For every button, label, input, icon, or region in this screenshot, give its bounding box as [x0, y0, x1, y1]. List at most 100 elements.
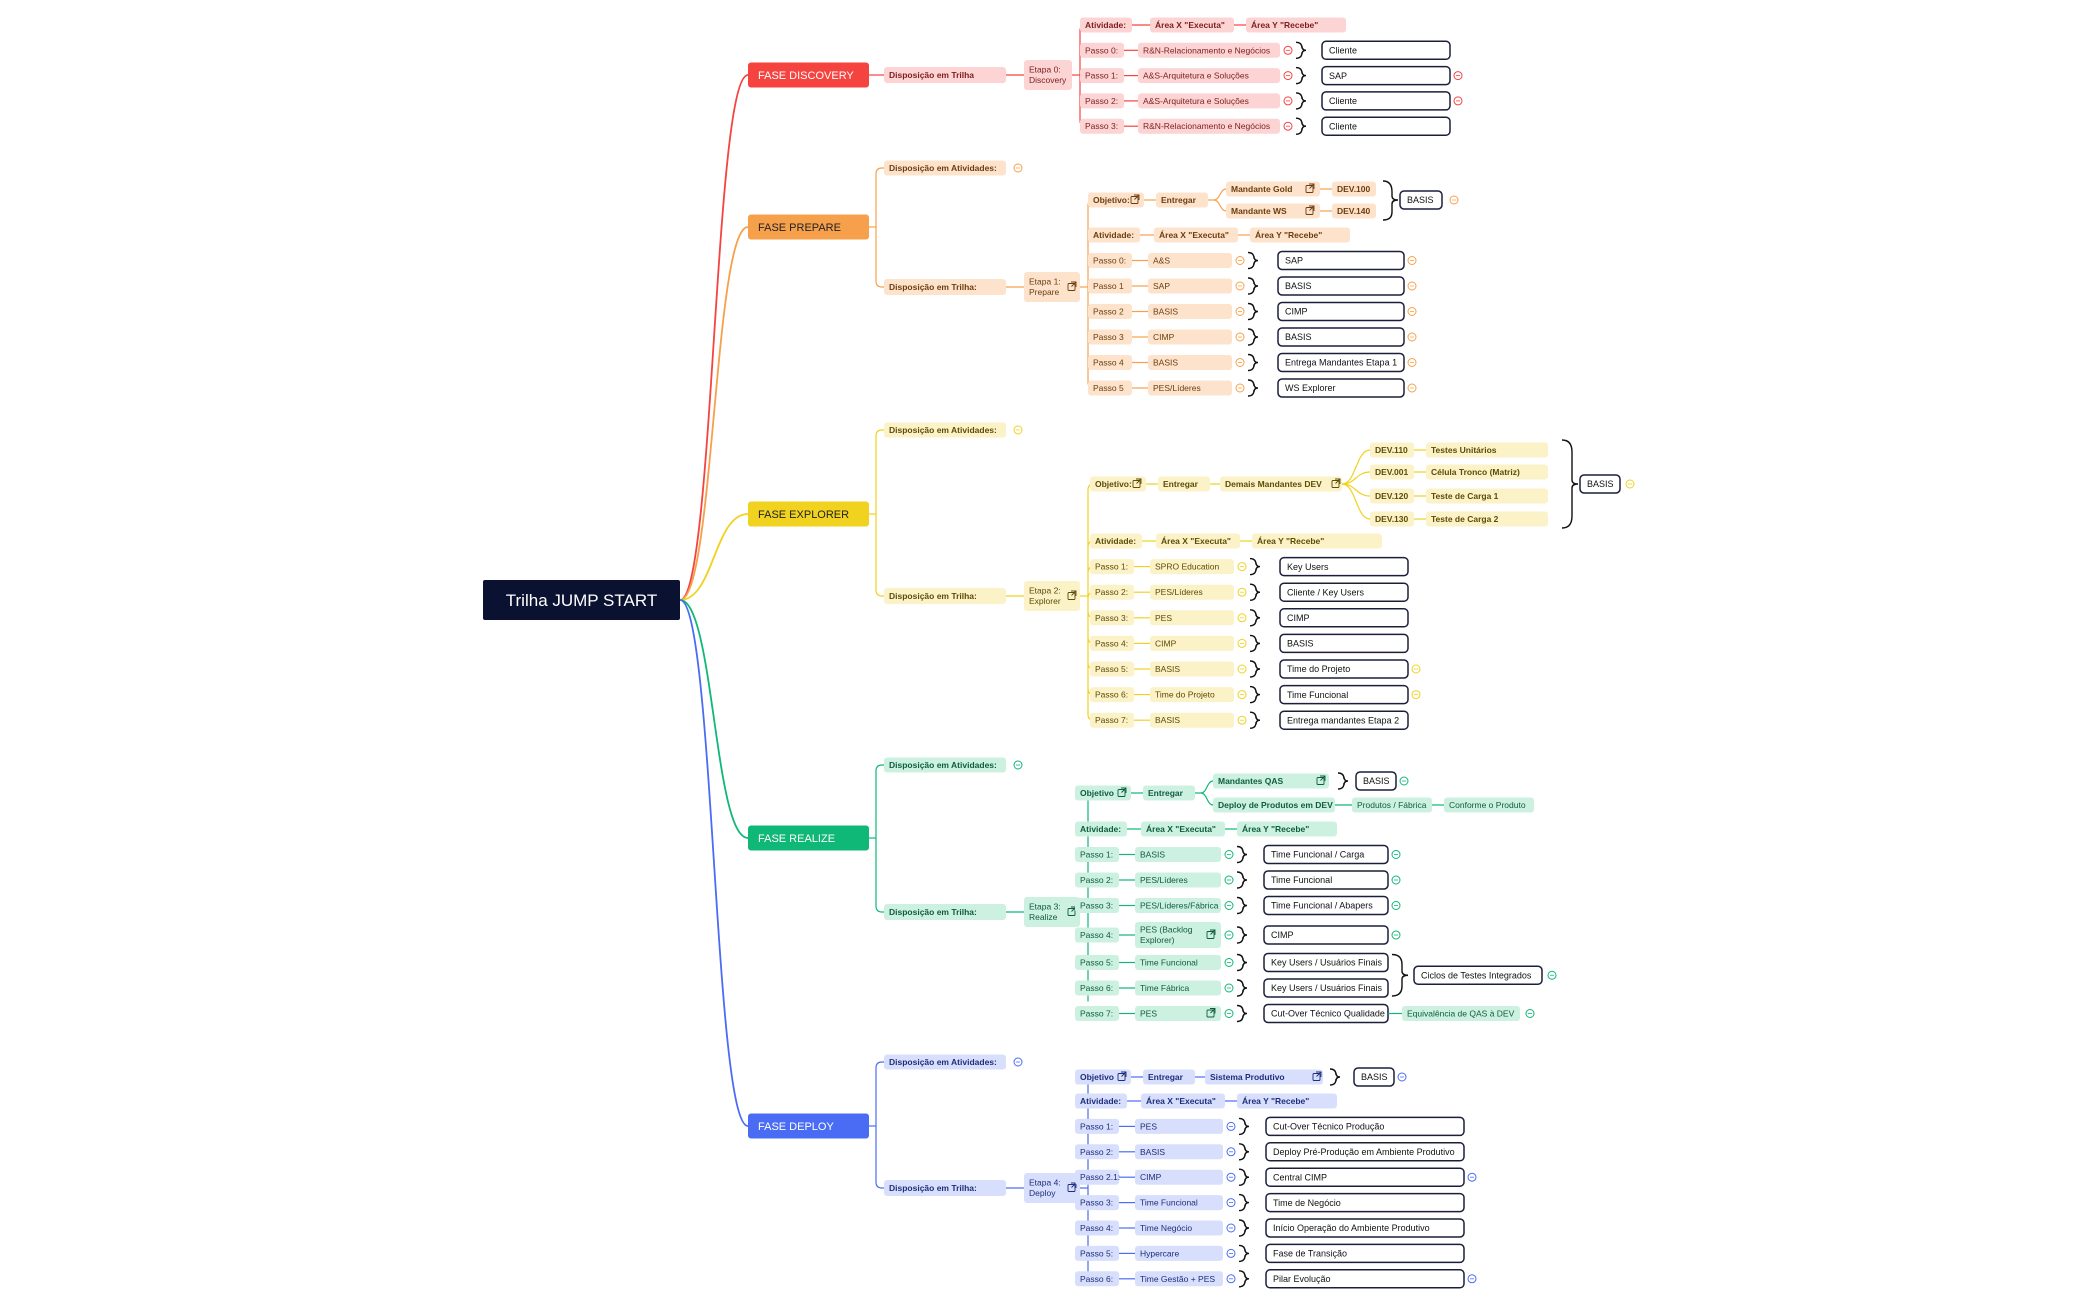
passo-executa[interactable]: CIMP	[1148, 329, 1232, 345]
passo-recebe[interactable]: Início Operação do Ambiente Produtivo	[1265, 1218, 1465, 1238]
area-x-prepare[interactable]: Área X "Executa"	[1154, 227, 1238, 243]
passo-label[interactable]: Passo 3:	[1080, 118, 1124, 134]
passo-executa[interactable]: CIMP	[1135, 1169, 1223, 1185]
external-link-icon[interactable]	[1305, 183, 1315, 193]
passo-recebe[interactable]: Key Users / Usuários Finais	[1263, 978, 1389, 998]
passo-recebe[interactable]: SAP	[1277, 250, 1405, 271]
passo-label[interactable]: Passo 3:	[1075, 898, 1119, 913]
passo-executa[interactable]: Time Funcional	[1135, 955, 1221, 970]
passo-executa[interactable]: PES/Líderes	[1135, 872, 1221, 888]
destino-basis-explorer[interactable]: BASIS	[1579, 474, 1621, 494]
passo-recebe[interactable]: Key Users / Usuários Finais	[1263, 952, 1389, 973]
external-link-icon[interactable]	[1206, 929, 1216, 939]
passo-executa[interactable]: PES	[1150, 610, 1234, 626]
external-link-icon[interactable]	[1132, 478, 1142, 488]
passo-recebe[interactable]: Pilar Evolução	[1265, 1269, 1465, 1289]
area-x-realize[interactable]: Área X "Executa"	[1141, 821, 1225, 837]
external-link-icon[interactable]	[1117, 787, 1127, 797]
passo-label[interactable]: Passo 5:	[1075, 1245, 1119, 1261]
passo-label[interactable]: Passo 3:	[1075, 1195, 1119, 1211]
codigo-dev-0[interactable]: DEV.110	[1370, 442, 1414, 458]
disposicao-trilha-deploy[interactable]: Disposição em Trilha:	[884, 1180, 1006, 1196]
passo-label[interactable]: Passo 4	[1088, 355, 1132, 370]
area-x-explorer[interactable]: Área X "Executa"	[1156, 533, 1240, 549]
atividade-deploy[interactable]: Atividade:	[1075, 1093, 1127, 1109]
conforme-produto[interactable]: Conforme o Produto	[1444, 797, 1534, 813]
entregar-explorer[interactable]: Entregar	[1158, 476, 1210, 492]
root-node[interactable]: Trilha JUMP START	[483, 580, 680, 620]
passo-recebe[interactable]: Cliente / Key Users	[1279, 582, 1409, 602]
external-link-icon[interactable]	[1206, 1008, 1216, 1018]
etapa-realize[interactable]: Etapa 3:Realize	[1024, 897, 1080, 927]
passo-executa[interactable]: SPRO Education	[1150, 559, 1234, 575]
passo-label[interactable]: Passo 6:	[1090, 687, 1134, 703]
area-y-discovery[interactable]: Área Y "Recebe"	[1246, 17, 1346, 33]
passo-label[interactable]: Passo 2:	[1080, 93, 1124, 109]
entregar-deploy[interactable]: Entregar	[1143, 1069, 1195, 1085]
passo-executa[interactable]: Time Gestão + PES	[1135, 1271, 1223, 1287]
passo-executa[interactable]: PES	[1135, 1118, 1223, 1134]
passo-executa[interactable]: R&N-Relacionamento e Negócios	[1138, 42, 1280, 58]
equivalencia-qas-dev[interactable]: Equivalência de QAS à DEV	[1402, 1006, 1520, 1021]
codigo-dev-2[interactable]: DEV.120	[1370, 488, 1414, 504]
passo-label[interactable]: Passo 0:	[1088, 253, 1132, 268]
passo-recebe[interactable]: Time Funcional	[1263, 870, 1389, 890]
codigo-dev-3[interactable]: DEV.130	[1370, 511, 1414, 527]
passo-executa[interactable]: Time Fábrica	[1135, 980, 1221, 996]
teste-3[interactable]: Teste de Carga 2	[1426, 511, 1548, 527]
sistema-produtivo[interactable]: Sistema Produtivo	[1205, 1069, 1323, 1085]
passo-label[interactable]: Passo 2:	[1075, 1144, 1119, 1160]
passo-executa[interactable]: PES	[1135, 1006, 1221, 1021]
disposicao-atividades-deploy[interactable]: Disposição em Atividades:	[884, 1054, 1006, 1070]
external-link-icon[interactable]	[1312, 1071, 1322, 1081]
phase-node-realize[interactable]: FASE REALIZE	[748, 825, 869, 851]
passo-label[interactable]: Passo 1:	[1080, 68, 1124, 84]
destino-basis-prepare[interactable]: BASIS	[1399, 190, 1443, 210]
disposicao-atividades-explorer[interactable]: Disposição em Atividades:	[884, 422, 1006, 438]
passo-label[interactable]: Passo 6:	[1075, 980, 1119, 996]
passo-recebe[interactable]: Entrega Mandantes Etapa 1	[1277, 352, 1405, 373]
codigo-dev-1[interactable]: DEV.001	[1370, 464, 1414, 480]
passo-executa[interactable]: Time Negócio	[1135, 1220, 1223, 1236]
external-link-icon[interactable]	[1067, 281, 1077, 291]
passo-executa[interactable]: SAP	[1148, 278, 1232, 294]
passo-executa[interactable]: Hypercare	[1135, 1245, 1223, 1261]
passo-label[interactable]: Passo 1:	[1075, 847, 1119, 862]
passo-executa[interactable]: PES/Líderes	[1150, 584, 1234, 600]
objetivo-prepare[interactable]: Objetivo:	[1088, 192, 1144, 208]
phase-node-explorer[interactable]: FASE EXPLORER	[748, 501, 869, 527]
phase-node-deploy[interactable]: FASE DEPLOY	[748, 1113, 869, 1139]
area-y-prepare[interactable]: Área Y "Recebe"	[1250, 227, 1350, 243]
destino-basis-deploy[interactable]: BASIS	[1353, 1067, 1395, 1087]
ciclos-testes-integrados[interactable]: Ciclos de Testes Integrados	[1413, 965, 1543, 985]
passo-recebe[interactable]: Key Users	[1279, 556, 1409, 577]
external-link-icon[interactable]	[1117, 1071, 1127, 1081]
passo-executa[interactable]: BASIS	[1150, 712, 1234, 728]
passo-executa[interactable]: PES/Líderes/Fábrica	[1135, 898, 1221, 913]
disposicao-trilha-prepare[interactable]: Disposição em Trilha:	[884, 279, 1006, 295]
passo-recebe[interactable]: BASIS	[1279, 633, 1409, 654]
passo-executa[interactable]: BASIS	[1135, 1144, 1223, 1160]
disposicao-atividades-realize[interactable]: Disposição em Atividades:	[884, 757, 1006, 773]
passo-label[interactable]: Passo 7:	[1075, 1006, 1119, 1021]
external-link-icon[interactable]	[1331, 478, 1341, 488]
teste-0[interactable]: Testes Unitários	[1426, 442, 1548, 458]
passo-executa[interactable]: A&S-Arquitetura e Soluções	[1138, 93, 1280, 109]
passo-label[interactable]: Passo 3	[1088, 329, 1132, 345]
passo-label[interactable]: Passo 4:	[1090, 635, 1134, 651]
etapa-deploy[interactable]: Etapa 4:Deploy	[1024, 1173, 1080, 1203]
area-x-discovery[interactable]: Área X "Executa"	[1150, 17, 1234, 33]
passo-label[interactable]: Passo 4:	[1075, 1220, 1119, 1236]
atividade-realize[interactable]: Atividade:	[1075, 821, 1127, 837]
deploy-produtos-dev[interactable]: Deploy de Produtos em DEV	[1213, 797, 1335, 813]
passo-executa[interactable]: BASIS	[1150, 661, 1234, 677]
passo-label[interactable]: Passo 4:	[1075, 927, 1119, 943]
external-link-icon[interactable]	[1316, 775, 1326, 785]
passo-label[interactable]: Passo 2.1:	[1075, 1169, 1120, 1185]
passo-recebe[interactable]: WS Explorer	[1277, 378, 1405, 398]
passo-executa[interactable]: PES/Líderes	[1148, 380, 1232, 396]
passo-label[interactable]: Passo 5:	[1075, 955, 1119, 970]
passo-label[interactable]: Passo 5	[1088, 380, 1132, 396]
